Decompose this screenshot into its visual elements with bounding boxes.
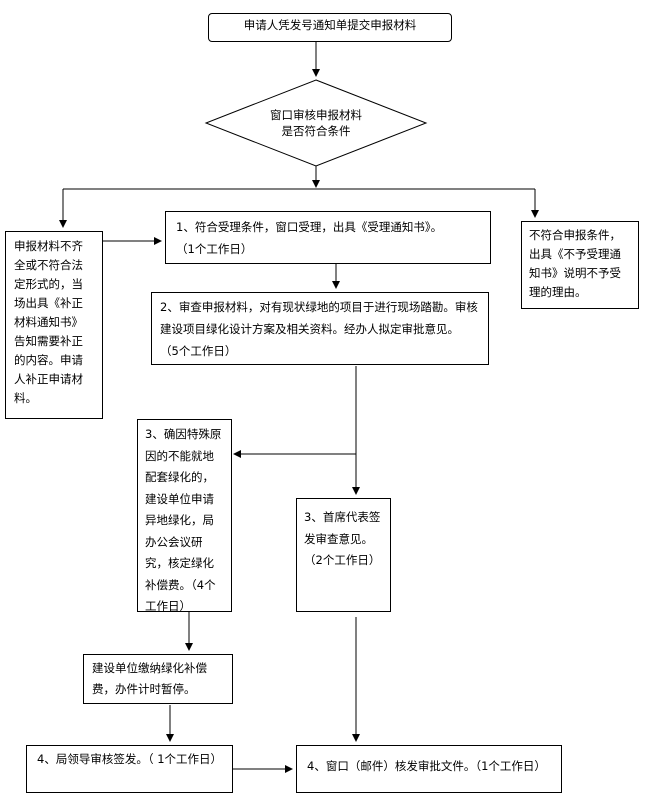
incomplete-box: 申报材料不齐全或不符合法定形式的，当场出具《补正材料通知书》告知需要补正的内容。… <box>5 231 103 419</box>
accept-box: 1、符合受理条件，窗口受理，出具《受理通知书》。 （1个工作日） <box>165 211 491 264</box>
payment-box: 建设单位缴纳绿化补偿费，办件计时暂停。 <box>83 654 233 704</box>
issue-box: 4、窗口（邮件）核发审批文件。（1个工作日） <box>296 745 562 793</box>
special-box: 3、确因特殊原因的不能就地配套绿化的，建设单位申请异地绿化，局办公会议研究，核定… <box>137 419 232 613</box>
review-box: 2、审查申报材料，对有现状绿地的项目于进行现场踏勘。审核建设项目绿化设计方案及相… <box>151 292 489 365</box>
start-box: 申请人凭发号通知单提交申报材料 <box>208 13 452 42</box>
reject-box: 不符合申报条件，出具《不予受理通知书》说明不予受理的理由。 <box>521 221 639 309</box>
chief-box: 3、首席代表签发审查意见。 （2个工作日） <box>296 498 391 612</box>
decision-text: 窗口审核申报材料 是否符合条件 <box>270 108 362 138</box>
leader-box: 4、局领导审核签发。（ 1个工作日） <box>26 745 233 793</box>
